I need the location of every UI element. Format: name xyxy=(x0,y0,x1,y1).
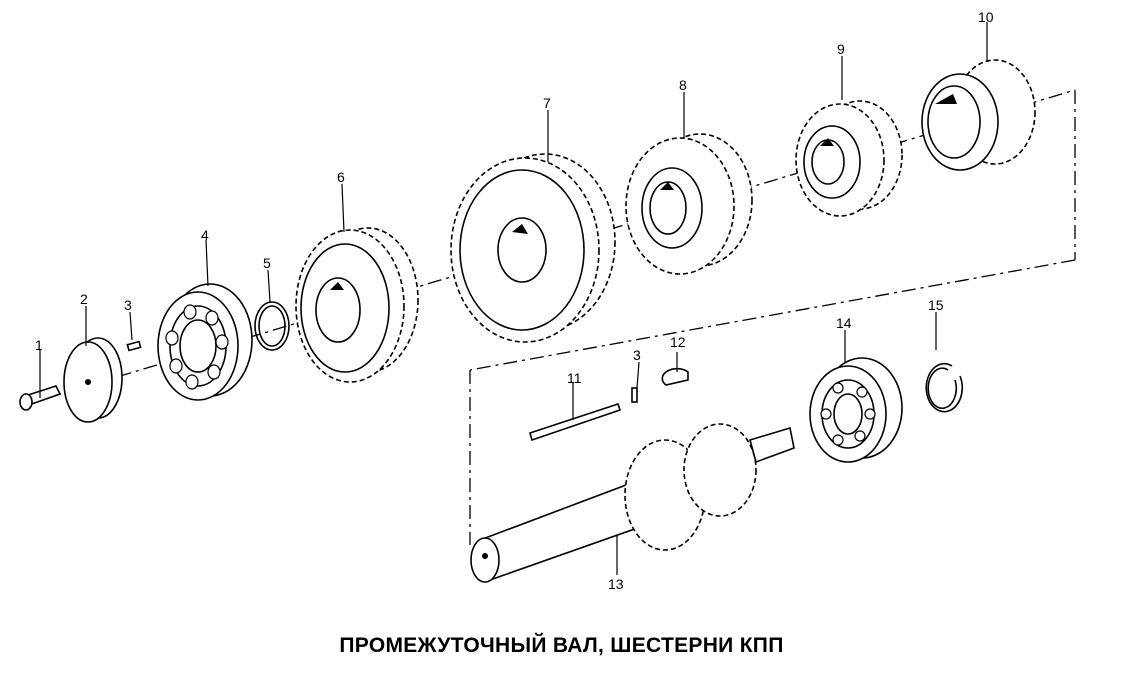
callout-9: 9 xyxy=(837,41,845,57)
part-4-roller-bearing xyxy=(157,283,253,401)
callout-7: 7 xyxy=(543,95,551,111)
callout-10: 10 xyxy=(978,9,994,25)
callout-12: 12 xyxy=(670,334,686,350)
part-1-bolt xyxy=(19,385,62,411)
part-8-gear xyxy=(625,133,753,275)
callout-6: 6 xyxy=(337,169,345,185)
part-15-circlip xyxy=(925,362,964,413)
part-3-pin-lower xyxy=(631,387,638,403)
callout-2: 2 xyxy=(80,291,88,307)
callout-15: 15 xyxy=(928,297,944,313)
callout-14: 14 xyxy=(836,315,852,331)
callout-8: 8 xyxy=(679,77,687,93)
part-2-end-cover xyxy=(63,337,123,423)
part-13-countershaft xyxy=(470,423,795,583)
callout-1: 1 xyxy=(35,337,43,353)
part-3-pin xyxy=(126,340,142,352)
part-12-woodruff-key xyxy=(661,367,689,386)
callout-3: 3 xyxy=(124,297,132,313)
callout-11: 11 xyxy=(567,370,582,386)
callout-4: 4 xyxy=(201,227,209,243)
part-6-gear xyxy=(295,227,419,383)
callout-labels: 1 2 3 4 5 6 7 8 9 10 11 12 3 13 14 15 xyxy=(35,9,994,592)
part-11-key xyxy=(529,402,622,442)
callout-5: 5 xyxy=(263,255,271,271)
diagram-title: ПРОМЕЖУТОЧНЫЙ ВАЛ, ШЕСТЕРНИ КПП xyxy=(339,634,784,657)
callout-13: 13 xyxy=(608,576,624,592)
part-9-gear xyxy=(795,100,903,217)
part-10-gear xyxy=(921,59,1036,171)
part-14-ball-bearing xyxy=(809,357,903,463)
part-7-large-gear xyxy=(450,153,616,343)
leader-lines xyxy=(39,22,988,575)
part-5-snap-ring xyxy=(254,301,290,351)
callout-3-lower: 3 xyxy=(633,347,641,363)
